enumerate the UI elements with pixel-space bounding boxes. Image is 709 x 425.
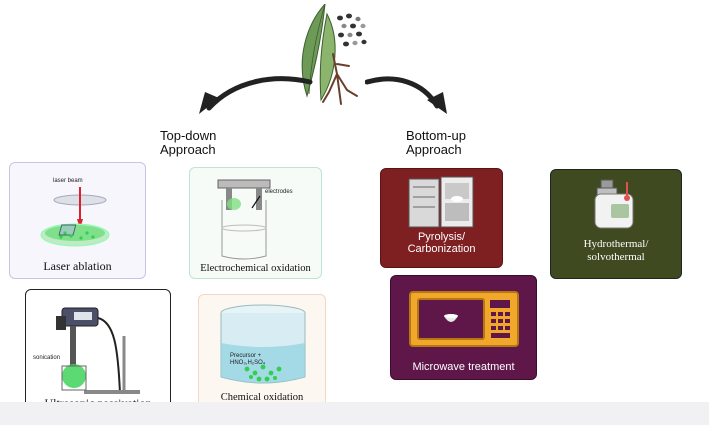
laser-beam-label: laser beam <box>53 178 83 184</box>
furnace-icon <box>408 176 474 228</box>
sonication-label: sonication <box>33 355 61 361</box>
microwave-oven-icon <box>409 291 519 347</box>
acid-label: HNO₃,H₂SO₄ <box>230 360 266 366</box>
electrochemical-card: electrodes Electrochemical oxidation <box>189 167 322 279</box>
laser-ablation-card: laser beam Laser ablation <box>9 162 146 279</box>
curved-arrow-icon <box>199 76 313 114</box>
plant-icon <box>301 4 367 105</box>
hydrothermal-title: Hydrothermal/ solvothermal <box>583 238 649 263</box>
laser-setup-icon <box>40 187 110 247</box>
pyrolysis-title: Pyrolysis/ Carbonization <box>407 231 476 255</box>
laser-ablation-title: Laser ablation <box>43 259 112 273</box>
bottom-up-heading: Bottom-up Approach <box>406 128 466 157</box>
ultrasonic-card: sonication Ultrasonic passivation <box>25 289 171 417</box>
autoclave-icon <box>594 179 634 229</box>
pyrolysis-card: Pyrolysis/ Carbonization <box>380 168 503 268</box>
bottom-bar <box>0 402 709 425</box>
microwave-title: Microwave treatment <box>412 361 515 373</box>
hydrothermal-card: Hydrothermal/ solvothermal <box>550 169 682 279</box>
sonicator-icon <box>56 307 140 394</box>
curved-arrow-icon <box>365 76 447 114</box>
chemical-oxidation-card: Precursor + HNO₃,H₂SO₄ Chemical oxidatio… <box>198 294 326 412</box>
electrodes-label: electrodes <box>265 189 293 195</box>
chemical-oxidation-title: Chemical oxidation <box>220 392 304 403</box>
beaker-solution-icon <box>220 304 306 384</box>
electrochemical-title: Electrochemical oxidation <box>200 263 311 274</box>
top-down-heading: Top-down Approach <box>160 128 217 157</box>
microwave-card: Microwave treatment <box>390 275 537 380</box>
precursor-label: Precursor + <box>230 353 262 359</box>
beaker-electrodes-icon <box>217 179 271 260</box>
